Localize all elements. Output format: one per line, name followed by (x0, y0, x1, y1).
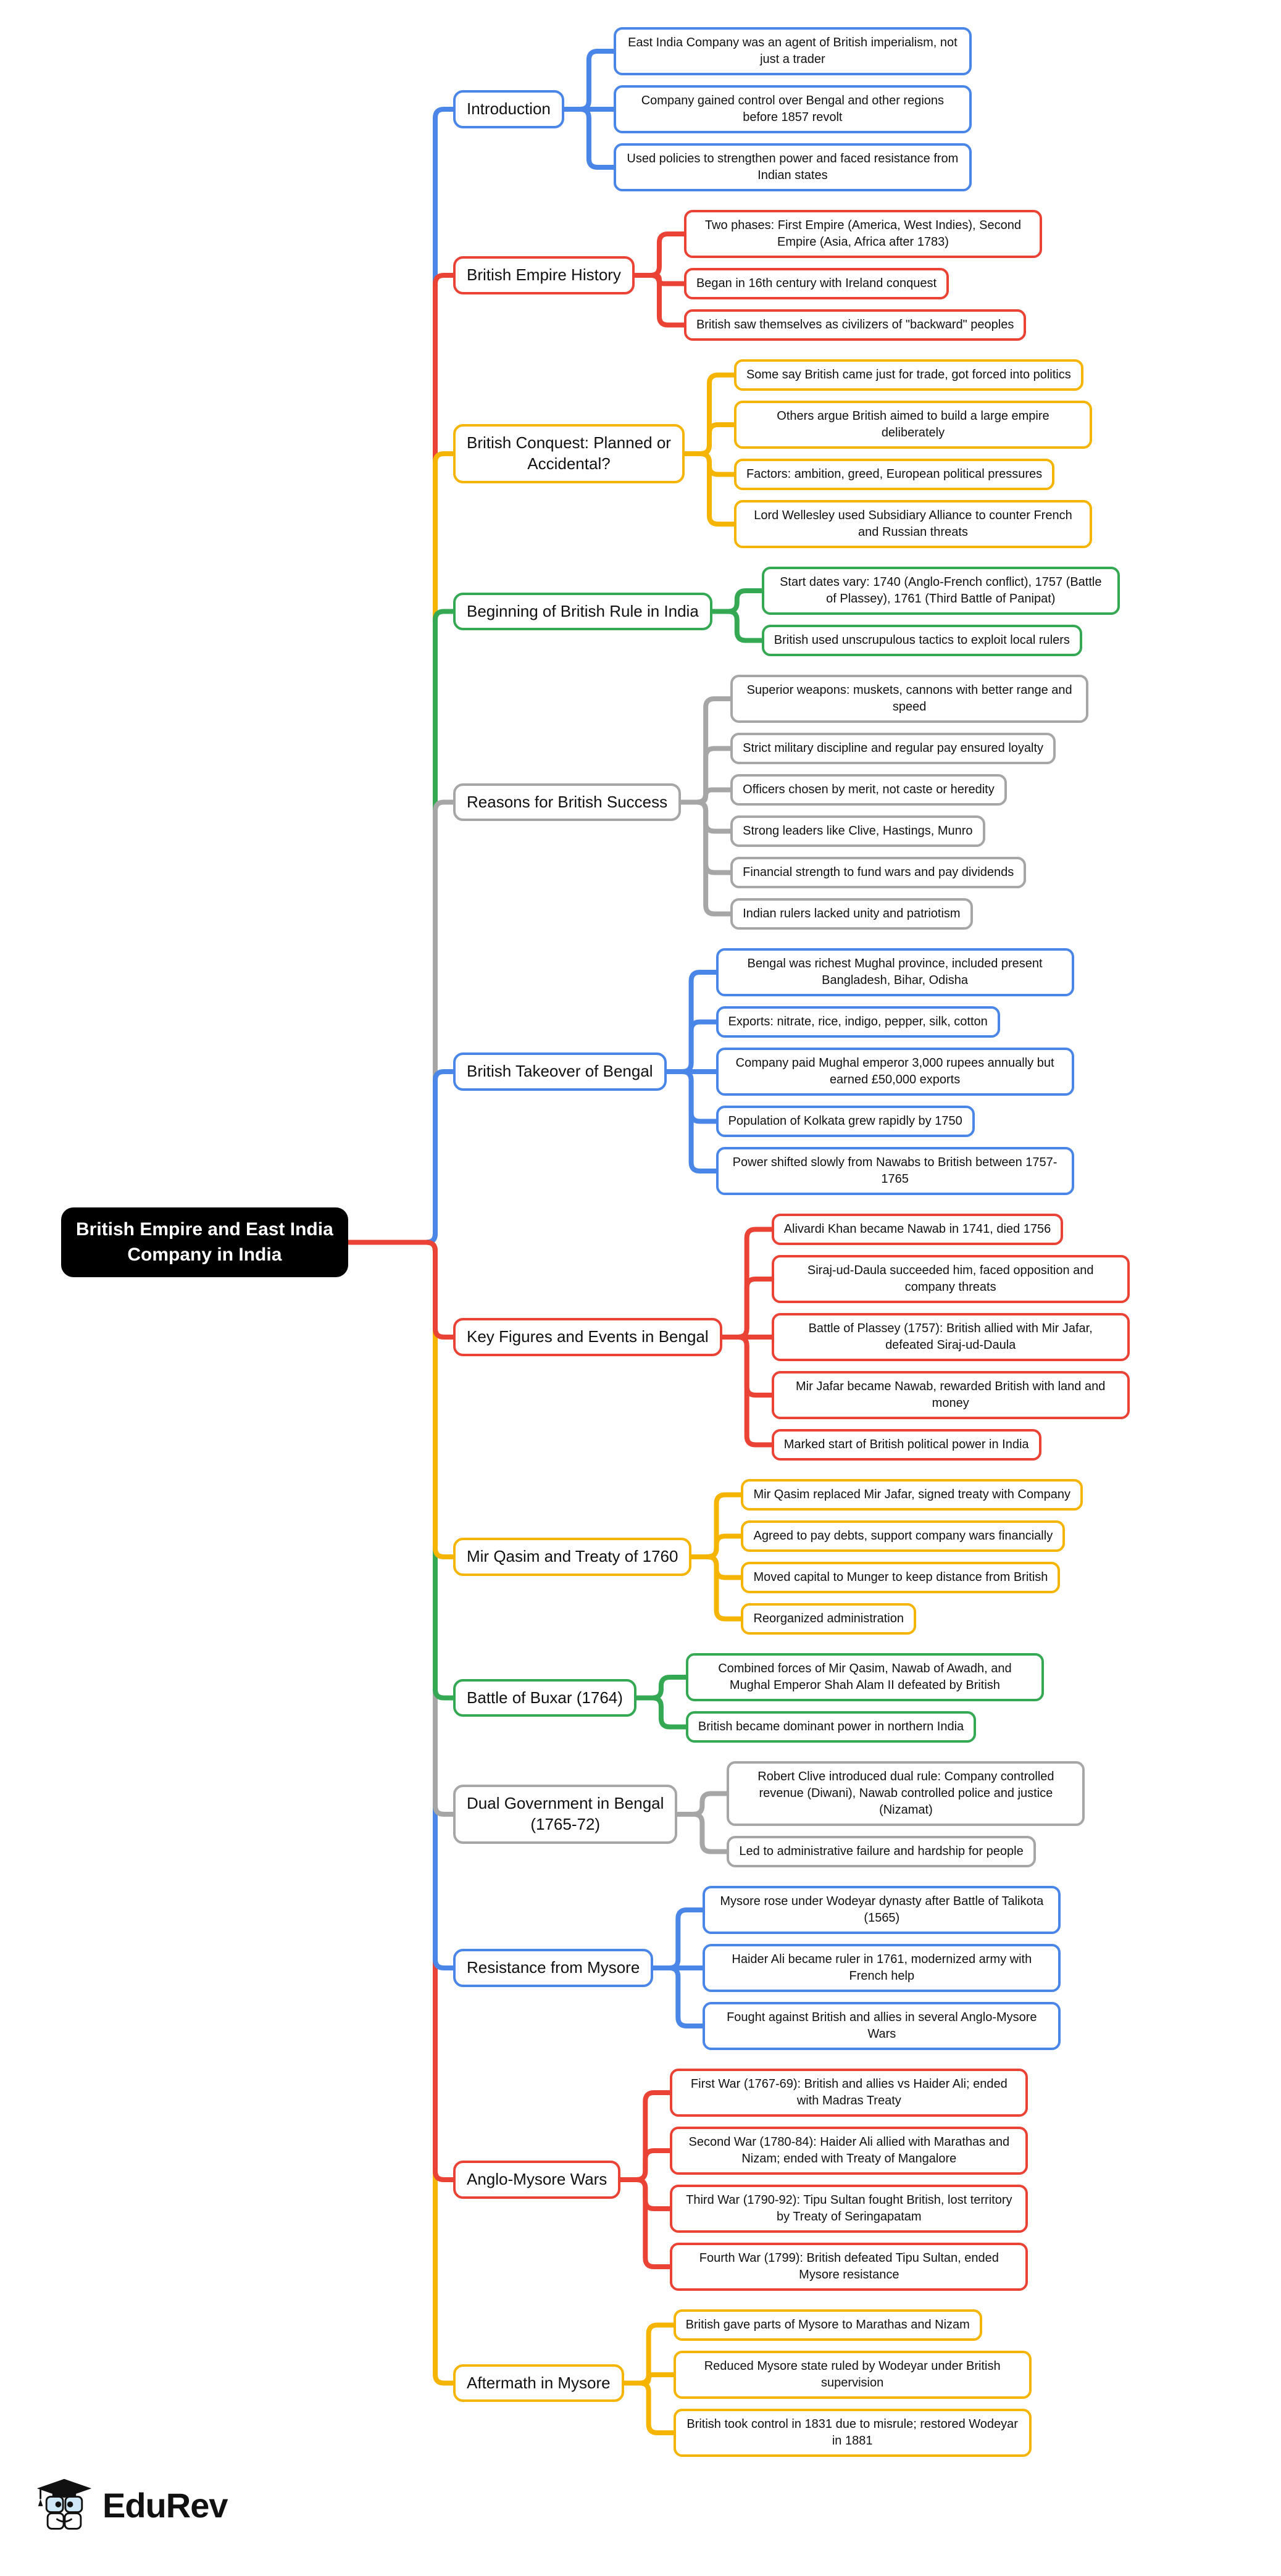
leaf-node: Third War (1790-92): Tipu Sultan fought … (670, 2185, 1029, 2233)
leaf-node: British used unscrupulous tactics to exp… (761, 625, 1082, 656)
topic-node: Introduction (453, 90, 564, 128)
leaf-node: Battle of Plassey (1757): British allied… (771, 1313, 1130, 1361)
branch-row: Mir Qasim and Treaty of 1760 Mir Qasim re… (453, 1479, 1130, 1635)
leaf-node: Led to administrative failure and hardsh… (727, 1836, 1036, 1867)
leaf-node: Mir Qasim replaced Mir Jafar, signed tre… (741, 1479, 1083, 1511)
leaf-node: Fought against British and allies in sev… (703, 2002, 1061, 2050)
topic-node: Resistance from Mysore (453, 1949, 654, 1987)
leaf-node: Began in 16th century with Ireland conqu… (683, 268, 949, 299)
leaf-node: Reorganized administration (741, 1603, 916, 1635)
leaf-group: Robert Clive introduced dual rule: Compa… (727, 1761, 1085, 1867)
leaf-node: Population of Kolkata grew rapidly by 17… (716, 1106, 975, 1137)
leaf-node: Company gained control over Bengal and o… (613, 85, 972, 133)
edurev-logo[interactable]: EduRev (35, 2475, 228, 2535)
leaf-group: Superior weapons: muskets, cannons with … (730, 675, 1089, 930)
leaf-node: Alivardi Khan became Nawab in 1741, died… (771, 1214, 1064, 1245)
leaf-node: Second War (1780-84): Haider Ali allied … (670, 2127, 1029, 2175)
branch-row: British Empire History Two phases: First … (453, 210, 1130, 341)
leaf-node: Others argue British aimed to build a la… (733, 401, 1092, 449)
leaf-node: Reduced Mysore state ruled by Wodeyar un… (673, 2351, 1032, 2399)
topic-node: Aftermath in Mysore (453, 2364, 624, 2403)
leaf-node: Financial strength to fund wars and pay … (730, 857, 1027, 888)
leaf-node: British became dominant power in norther… (685, 1711, 977, 1743)
root-node: British Empire and East India Company in… (61, 1207, 348, 1277)
leaf-node: Factors: ambition, greed, European polit… (733, 459, 1055, 490)
leaf-node: Lord Wellesley used Subsidiary Alliance … (733, 500, 1092, 548)
branch-row: Aftermath in Mysore British gave parts of… (453, 2309, 1130, 2457)
leaf-node: Strict military discipline and regular p… (730, 733, 1056, 764)
leaf-node: Agreed to pay debts, support company war… (741, 1520, 1066, 1552)
leaf-node: Indian rulers lacked unity and patriotis… (730, 898, 973, 930)
leaf-group: Bengal was richest Mughal province, incl… (716, 948, 1074, 1195)
leaf-group: East India Company was an agent of Briti… (613, 27, 972, 191)
leaf-node: Superior weapons: muskets, cannons with … (730, 675, 1089, 723)
leaf-node: Robert Clive introduced dual rule: Compa… (727, 1761, 1085, 1826)
branches-container: Introduction East India Company was an ag… (453, 27, 1130, 2457)
leaf-node: Mysore rose under Wodeyar dynasty after … (703, 1886, 1061, 1934)
leaf-node: Exports: nitrate, rice, indigo, pepper, … (716, 1006, 1000, 1038)
leaf-node: Some say British came just for trade, go… (733, 359, 1083, 391)
leaf-node: Haider Ali became ruler in 1761, moderni… (703, 1944, 1061, 1992)
leaf-node: British took control in 1831 due to misr… (673, 2409, 1032, 2457)
leaf-group: Two phases: First Empire (America, West … (683, 210, 1042, 341)
leaf-node: Two phases: First Empire (America, West … (683, 210, 1042, 258)
leaf-group: First War (1767-69): British and allies … (670, 2069, 1029, 2291)
topic-node: Beginning of British Rule in India (453, 592, 712, 631)
topic-node: Reasons for British Success (453, 783, 682, 822)
leaf-group: Alivardi Khan became Nawab in 1741, died… (771, 1214, 1130, 1461)
branch-row: British Conquest: Planned or Accidental?… (453, 359, 1130, 548)
branch-row: Introduction East India Company was an ag… (453, 27, 1130, 191)
edurev-logo-text: EduRev (102, 2485, 228, 2525)
leaf-group: Combined forces of Mir Qasim, Nawab of A… (685, 1653, 1044, 1743)
topic-node: Anglo-Mysore Wars (453, 2161, 621, 2199)
leaf-group: Start dates vary: 1740 (Anglo-French con… (761, 567, 1120, 656)
branch-row: Anglo-Mysore Wars First War (1767-69): Br… (453, 2069, 1130, 2291)
topic-node: Mir Qasim and Treaty of 1760 (453, 1538, 692, 1576)
topic-node: Battle of Buxar (1764) (453, 1678, 636, 1717)
branch-row: British Takeover of Bengal Bengal was ric… (453, 948, 1130, 1195)
leaf-node: Moved capital to Munger to keep distance… (741, 1562, 1061, 1593)
branch-row: Beginning of British Rule in India Start … (453, 567, 1130, 656)
leaf-group: Mysore rose under Wodeyar dynasty after … (703, 1886, 1061, 2050)
leaf-group: Mir Qasim replaced Mir Jafar, signed tre… (741, 1479, 1083, 1635)
leaf-node: Fourth War (1799): British defeated Tipu… (670, 2243, 1029, 2291)
leaf-node: Mir Jafar became Nawab, rewarded British… (771, 1371, 1130, 1419)
leaf-node: Used policies to strengthen power and fa… (613, 143, 972, 191)
branch-row: Key Figures and Events in Bengal Alivardi… (453, 1214, 1130, 1461)
leaf-node: Combined forces of Mir Qasim, Nawab of A… (685, 1653, 1044, 1701)
topic-node: Key Figures and Events in Bengal (453, 1318, 722, 1356)
branch-row: Reasons for British Success Superior weap… (453, 675, 1130, 930)
leaf-node: British saw themselves as civilizers of … (683, 309, 1027, 341)
leaf-node: Power shifted slowly from Nawabs to Brit… (716, 1147, 1074, 1195)
branch-row: Battle of Buxar (1764) Combined forces of… (453, 1653, 1130, 1743)
leaf-node: British gave parts of Mysore to Marathas… (673, 2309, 982, 2341)
topic-node: British Takeover of Bengal (453, 1052, 667, 1091)
leaf-node: Start dates vary: 1740 (Anglo-French con… (761, 567, 1120, 615)
leaf-node: Officers chosen by merit, not caste or h… (730, 774, 1007, 806)
leaf-group: Some say British came just for trade, go… (733, 359, 1092, 548)
leaf-node: Company paid Mughal emperor 3,000 rupees… (716, 1048, 1074, 1096)
leaf-node: Marked start of British political power … (771, 1429, 1041, 1461)
leaf-node: Siraj-ud-Daula succeeded him, faced oppo… (771, 1255, 1130, 1303)
topic-node: British Conquest: Planned or Accidental? (453, 424, 685, 483)
branch-row: Dual Government in Bengal (1765-72) Rober… (453, 1761, 1130, 1867)
leaf-node: Strong leaders like Clive, Hastings, Mun… (730, 815, 985, 847)
leaf-group: British gave parts of Mysore to Marathas… (673, 2309, 1032, 2457)
topic-node: British Empire History (453, 256, 635, 294)
edurev-mascot-icon (36, 2478, 92, 2530)
leaf-node: First War (1767-69): British and allies … (670, 2069, 1029, 2117)
topic-node: Dual Government in Bengal (1765-72) (453, 1785, 678, 1844)
branch-row: Resistance from Mysore Mysore rose under … (453, 1886, 1130, 2050)
leaf-node: Bengal was richest Mughal province, incl… (716, 948, 1074, 996)
leaf-node: East India Company was an agent of Briti… (613, 27, 972, 75)
